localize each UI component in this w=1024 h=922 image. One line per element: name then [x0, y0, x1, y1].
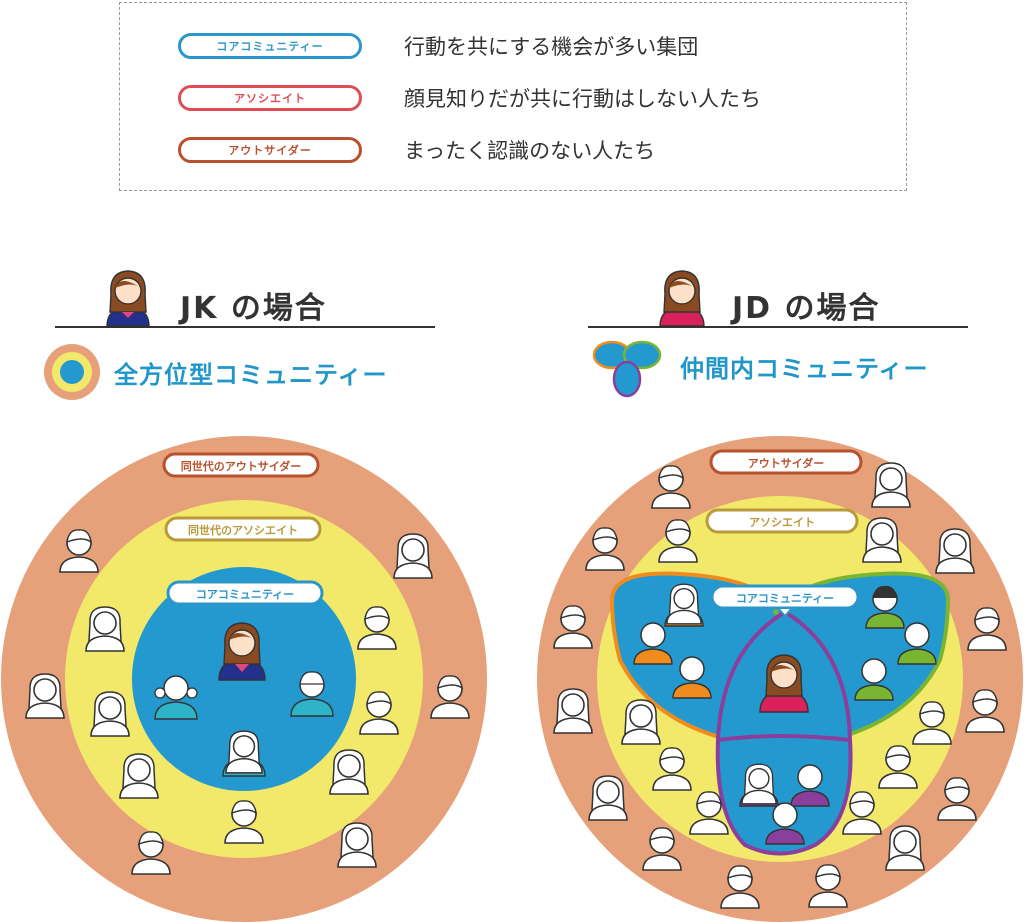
venn-symbol-icon	[592, 340, 662, 398]
jd-outer-label: アウトサイダー	[748, 456, 825, 470]
jk-community-diagram: 同世代のアウトサイダー 同世代のアソシエイト コアコミュニティー	[1, 436, 487, 922]
right-title-rule	[588, 326, 968, 328]
right-subtitle: 仲間内コミュニティー	[680, 355, 929, 383]
left-subtitle: 全方位型コミュニティー	[114, 361, 388, 389]
legend-desc-associate: 顔見知りだが共に行動はしない人たち	[404, 87, 761, 111]
jd-avatar-icon	[659, 270, 705, 327]
concentric-symbol-icon	[44, 344, 100, 400]
jd-middle-label: アソシエイト	[749, 516, 815, 529]
legend-box: コアコミュニティー 行動を共にする機会が多い集団 アソシエイト 顔見知りだが共に…	[119, 2, 907, 191]
jk-middle-label: 同世代のアソシエイト	[188, 523, 298, 537]
jk-outer-label: 同世代のアウトサイダー	[181, 459, 302, 473]
jd-middle-label-pill	[705, 508, 859, 534]
legend-desc-core: 行動を共にする機会が多い集団	[404, 35, 699, 59]
jk-outer-label-pill	[162, 452, 320, 478]
jd-outer-label-pill	[709, 449, 863, 475]
legend-pill-associate: アソシエイト	[178, 85, 362, 111]
jk-core-label-pill	[166, 580, 324, 606]
jk-core-label: コアコミュニティー	[196, 588, 294, 601]
legend-desc-outsider: まったく認識のない人たち	[404, 139, 656, 163]
right-title: JD の場合	[732, 291, 881, 326]
legend-pill-core: コアコミュニティー	[178, 33, 362, 59]
jd-core-label: コアコミュニティー	[736, 592, 834, 605]
jd-community-diagram: アウトサイダー アソシエイト コアコミュニティー	[537, 436, 1023, 922]
jk-avatar-icon	[106, 270, 150, 327]
legend-pill-outsider: アウトサイダー	[178, 137, 362, 163]
left-title: JK の場合	[180, 291, 327, 326]
jk-middle-label-pill	[164, 516, 322, 542]
left-title-rule	[55, 326, 435, 328]
